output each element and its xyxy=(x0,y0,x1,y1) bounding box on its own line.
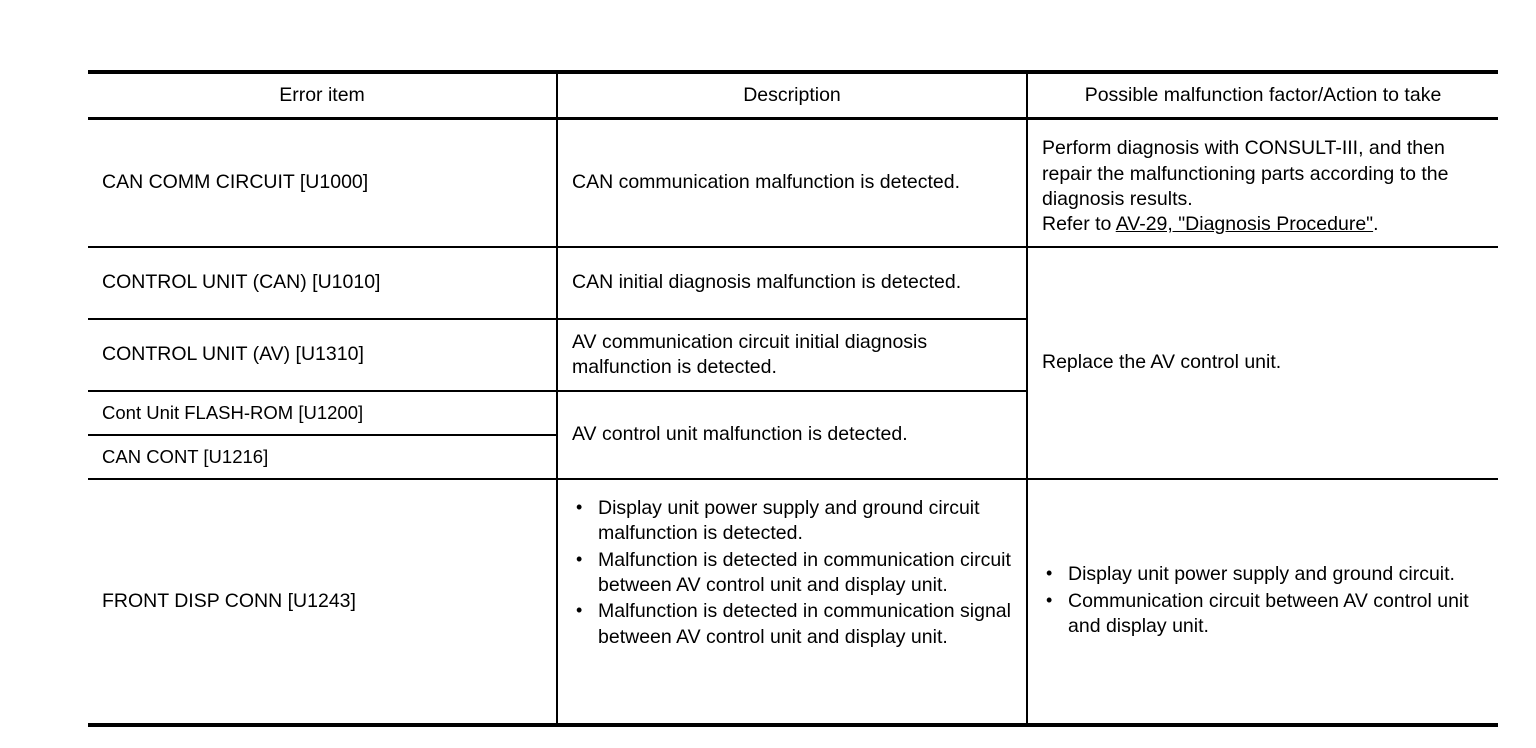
cell-description: AV control unit malfunction is detected. xyxy=(556,389,1027,480)
cell-action: Perform diagnosis with CONSULT-III, and … xyxy=(1026,117,1498,248)
column-header-description: Description xyxy=(556,72,1028,121)
cell-error-item: Cont Unit FLASH-ROM [U1200] xyxy=(88,389,558,436)
cell-description: AV communication circuit initial diagnos… xyxy=(556,317,1027,392)
table-row: CAN CONT [U1216] xyxy=(88,433,1498,480)
list-item: Display unit power supply and ground cir… xyxy=(572,496,1012,547)
cell-description: CAN communication malfunction is detecte… xyxy=(556,117,1028,248)
cell-action-bullets: Display unit power supply and ground cir… xyxy=(1026,477,1498,725)
action-bullet-list: Display unit power supply and ground cir… xyxy=(1042,562,1484,639)
cell-error-item: CAN CONT [U1216] xyxy=(88,433,557,480)
list-item: Communication circuit between AV control… xyxy=(1042,589,1484,640)
table-row: FRONT DISP CONN [U1243] Display unit pow… xyxy=(88,477,1498,725)
cell-error-item: CONTROL UNIT (CAN) [U1010] xyxy=(88,245,558,320)
action-text-block: Perform diagnosis with CONSULT-III, and … xyxy=(1042,136,1484,237)
list-item: Display unit power supply and ground cir… xyxy=(1042,562,1484,587)
reference-link-av-29[interactable]: AV-29, "Diagnosis Procedure" xyxy=(1115,213,1374,236)
description-bullet-list: Display unit power supply and ground cir… xyxy=(572,496,1012,650)
table-header: Error item Description Possible malfunct… xyxy=(88,72,1498,121)
cell-description: CAN initial diagnosis malfunction is det… xyxy=(556,245,1028,320)
column-header-error-item: Error item xyxy=(88,72,558,121)
table-row: Cont Unit FLASH-ROM [U1200] AV control u… xyxy=(88,389,1498,480)
dtc-table-wrapper: Error item Description Possible malfunct… xyxy=(88,70,1498,727)
reference-period: . xyxy=(1373,213,1379,236)
cell-error-item: FRONT DISP CONN [U1243] xyxy=(88,477,558,725)
dtc-error-table: Error item Description Possible malfunct… xyxy=(88,70,1498,727)
list-item: Malfunction is detected in communication… xyxy=(572,599,1012,650)
cell-action-replace-av: Replace the AV control unit. xyxy=(1026,245,1498,480)
cell-error-item: CONTROL UNIT (AV) [U1310] xyxy=(88,317,558,392)
action-instruction: Perform diagnosis with CONSULT-III, and … xyxy=(1042,137,1449,211)
refer-to-label: Refer to xyxy=(1042,213,1116,236)
column-header-action: Possible malfunction factor/Action to ta… xyxy=(1026,72,1498,121)
cell-description-bullets: Display unit power supply and ground cir… xyxy=(556,477,1028,725)
table-row: CONTROL UNIT (CAN) [U1010] CAN initial d… xyxy=(88,245,1498,480)
table-row: CONTROL UNIT (AV) [U1310] AV communicati… xyxy=(88,317,1498,392)
table-body: CAN COMM CIRCUIT [U1000] CAN communicati… xyxy=(88,117,1498,725)
table-row: CAN COMM CIRCUIT [U1000] CAN communicati… xyxy=(88,117,1498,248)
action-reference: Refer to AV-29, "Diagnosis Procedure". xyxy=(1042,212,1484,237)
list-item: Malfunction is detected in communication… xyxy=(572,548,1012,599)
cell-error-item: CAN COMM CIRCUIT [U1000] xyxy=(88,117,558,248)
header-row: Error item Description Possible malfunct… xyxy=(88,72,1498,121)
